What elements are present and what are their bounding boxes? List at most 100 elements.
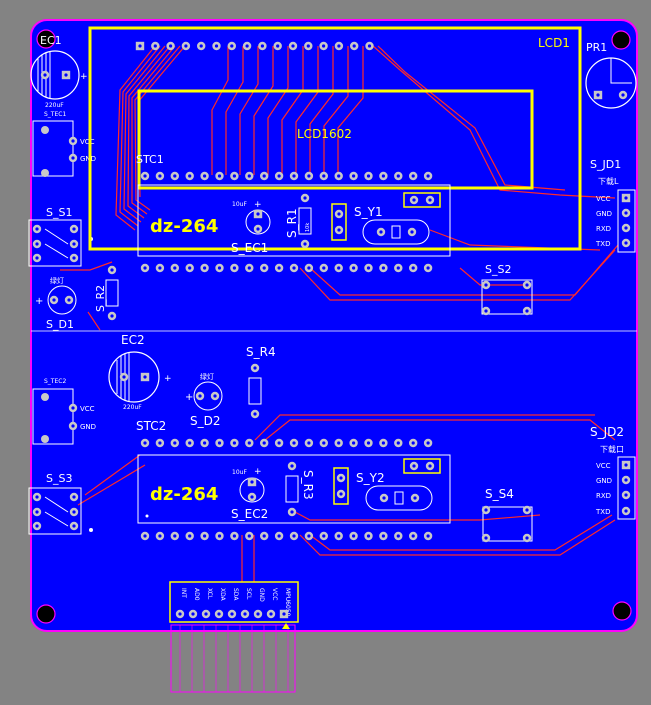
stc1-pin bbox=[230, 171, 239, 181]
stc1-pin bbox=[364, 263, 373, 273]
stc1-pin bbox=[215, 263, 224, 273]
stc1-pin bbox=[409, 171, 418, 181]
stc2-pin bbox=[379, 531, 388, 541]
stc2-pin bbox=[349, 438, 358, 448]
svg-text:+: + bbox=[35, 296, 43, 307]
svg-text:S_D1: S_D1 bbox=[46, 318, 74, 331]
lcd1602-label: LCD1602 bbox=[297, 127, 352, 141]
stc1-pin bbox=[215, 171, 224, 181]
pr1-photoresistor: PR1 bbox=[585, 41, 637, 109]
stc2-pin bbox=[260, 531, 269, 541]
stc2-pin bbox=[215, 531, 224, 541]
pcb-board bbox=[30, 19, 638, 632]
svg-text:PR1: PR1 bbox=[586, 41, 607, 54]
mpu-pin-label: INT bbox=[180, 588, 187, 598]
mpu-pin-label: MPU6050 bbox=[284, 588, 291, 617]
stc1-pin bbox=[423, 171, 433, 181]
stc2-pin bbox=[245, 531, 254, 541]
mpu-pin bbox=[279, 609, 289, 619]
svg-text:GND: GND bbox=[80, 423, 96, 431]
stc2-pin bbox=[364, 531, 373, 541]
svg-text:TXD: TXD bbox=[595, 508, 610, 516]
stc2-pin bbox=[319, 531, 328, 541]
svg-text:VCC: VCC bbox=[596, 462, 611, 470]
mpu-pin bbox=[240, 609, 250, 619]
svg-text:S_Y1: S_Y1 bbox=[354, 205, 383, 219]
stc2-pin bbox=[423, 438, 433, 448]
lcd1-outline bbox=[88, 26, 582, 251]
s-s2-switch: S_S2 bbox=[481, 263, 533, 316]
stc2-pin bbox=[140, 438, 150, 448]
svg-text:GND: GND bbox=[596, 477, 612, 485]
svg-text:S_Y2: S_Y2 bbox=[356, 471, 385, 485]
stc2-pin bbox=[230, 531, 239, 541]
svg-text:STC2: STC2 bbox=[136, 419, 166, 433]
lcd1-window bbox=[137, 89, 534, 190]
mpu-pin bbox=[214, 609, 224, 619]
stc2-pin bbox=[319, 438, 328, 448]
stc1-pin bbox=[334, 263, 343, 273]
stc1-pin bbox=[185, 171, 194, 181]
stc1-pin bbox=[274, 171, 284, 181]
stc1-pin bbox=[260, 171, 269, 181]
stc1-pin bbox=[245, 171, 254, 181]
ec1-capacitor: EC1 220uF + bbox=[30, 34, 88, 109]
stc2-pin bbox=[185, 531, 194, 541]
mpu-pin-label: SDA bbox=[232, 588, 239, 601]
stc1-pin bbox=[140, 171, 150, 181]
stc2-pin bbox=[274, 531, 284, 541]
s-tec1-connector: S_TEC1 VCC GND bbox=[32, 111, 96, 177]
svg-text:VCC: VCC bbox=[596, 195, 611, 203]
stc2-pin bbox=[334, 438, 343, 448]
s-y1-crystal: S_Y1 bbox=[331, 192, 441, 245]
mpu-pin-label: AD0 bbox=[193, 588, 200, 601]
stc2-pin bbox=[155, 531, 165, 541]
stc2-pin bbox=[364, 438, 373, 448]
stc2-pin bbox=[185, 438, 194, 448]
lcd1-pin bbox=[334, 41, 344, 51]
lcd1-pin bbox=[227, 41, 236, 51]
stc1-pin bbox=[200, 171, 209, 181]
stc1-pin bbox=[364, 171, 373, 181]
stc1-pin bbox=[304, 263, 314, 273]
stc1-pin bbox=[423, 263, 433, 273]
stc2-pin bbox=[260, 438, 269, 448]
lcd1-pin bbox=[304, 41, 313, 51]
s-y2-crystal: S_Y2 bbox=[333, 458, 441, 511]
stc2-pin bbox=[170, 438, 179, 448]
s-jd1-connector: S_JD1 下载L VCC GND RXD TXD bbox=[590, 158, 636, 253]
svg-text:220uF: 220uF bbox=[45, 102, 64, 109]
svg-text:S_R3: S_R3 bbox=[301, 470, 315, 500]
mpu-pin bbox=[253, 609, 263, 619]
s-s1-switch: S_S1 bbox=[28, 206, 93, 267]
svg-text:GND: GND bbox=[80, 155, 96, 163]
svg-text:S_R1: S_R1 bbox=[285, 208, 299, 238]
s-jd2-connector: S_JD2 下载口 VCC GND RXD TXD bbox=[590, 425, 636, 520]
svg-text:10k: 10k bbox=[305, 223, 311, 232]
stc1-pin bbox=[200, 263, 209, 273]
stc1-pin bbox=[304, 171, 314, 181]
lcd1-pin bbox=[242, 41, 252, 51]
mpu-pin-label: GND bbox=[258, 588, 265, 602]
stc2-chip-label: dz-264 bbox=[150, 484, 218, 505]
svg-text:S_EC2: S_EC2 bbox=[231, 507, 268, 521]
svg-text:STC1: STC1 bbox=[136, 153, 164, 166]
svg-text:+: + bbox=[185, 392, 193, 403]
stc1-pin bbox=[155, 263, 165, 273]
mpu-pin bbox=[201, 609, 211, 619]
svg-text:S_JD1: S_JD1 bbox=[590, 158, 621, 171]
svg-text:GND: GND bbox=[596, 210, 612, 218]
svg-text:S_TEC2: S_TEC2 bbox=[44, 378, 66, 385]
svg-text:VCC: VCC bbox=[80, 405, 95, 413]
stc2-pin bbox=[394, 438, 403, 448]
svg-text:+: + bbox=[80, 72, 88, 82]
stc2-pin bbox=[379, 438, 388, 448]
lcd1-pin bbox=[181, 41, 191, 51]
svg-text:下载口: 下载口 bbox=[600, 444, 624, 454]
stc2-pin bbox=[140, 531, 150, 541]
stc1-pin bbox=[230, 263, 239, 273]
s-d1-led: 绿灯 + S_D1 bbox=[35, 276, 77, 331]
svg-text:VCC: VCC bbox=[80, 138, 95, 146]
stc2-pin bbox=[274, 438, 284, 448]
stc1-pin bbox=[349, 171, 358, 181]
